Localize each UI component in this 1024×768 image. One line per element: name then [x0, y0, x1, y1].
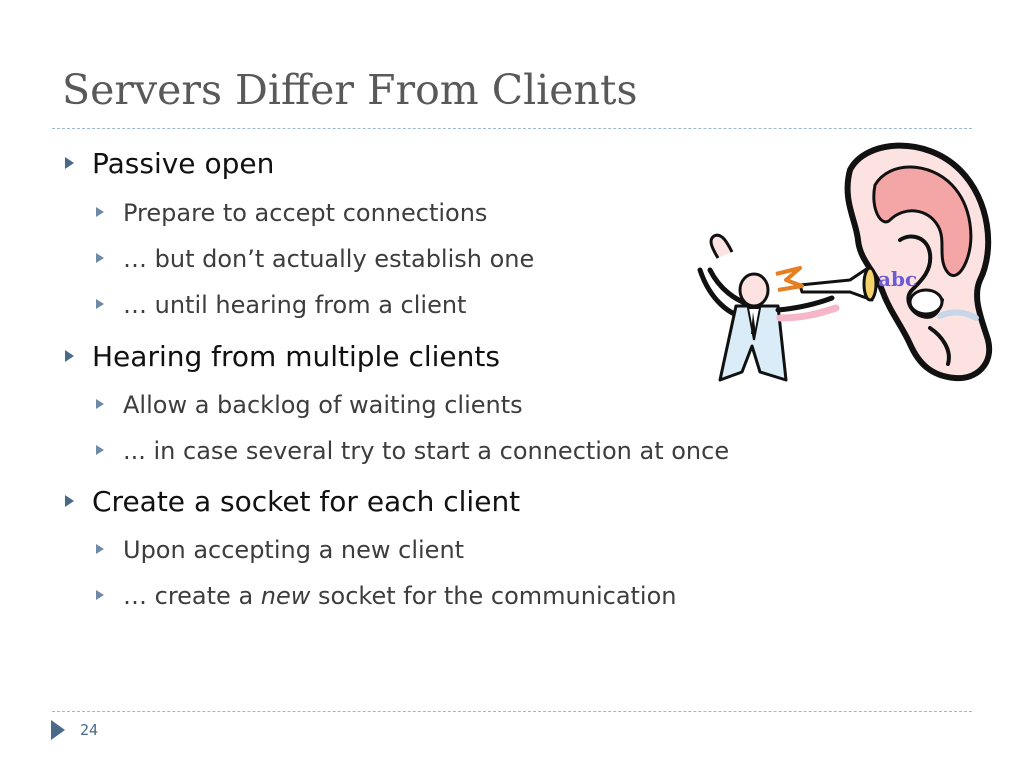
bullet-text: ... in case several try to start a conne…: [123, 437, 730, 465]
bullet-arrow-icon: [65, 495, 74, 507]
bullet-level2: ... in case several try to start a conne…: [96, 437, 730, 465]
page-number: 24: [80, 721, 99, 739]
bullet-level1: Create a socket for each client: [65, 485, 521, 518]
bullet-arrow-icon: [65, 350, 74, 362]
bullet-arrow-icon: [96, 544, 104, 554]
bullet-text: Prepare to accept connections: [123, 199, 488, 227]
bullet-text: Upon accepting a new client: [123, 536, 465, 564]
slide-title: Servers Differ From Clients: [62, 66, 638, 114]
bullet-text-before: … create a: [123, 582, 261, 610]
footer-arrow-icon: [51, 720, 65, 740]
bullet-level2: … create a new socket for the communicat…: [96, 582, 677, 610]
bullet-level1: Hearing from multiple clients: [65, 340, 500, 373]
bullet-arrow-icon: [96, 253, 104, 263]
bullet-text-emphasis: new: [260, 582, 311, 610]
sound-letters: abc: [878, 267, 917, 291]
bullet-level2: Upon accepting a new client: [96, 536, 465, 564]
bullet-arrow-icon: [96, 445, 104, 455]
bullet-arrow-icon: [96, 299, 104, 309]
bullet-text: … but don’t actually establish one: [123, 245, 535, 273]
bullet-arrow-icon: [96, 207, 104, 217]
bullet-text-after: socket for the communication: [310, 582, 677, 610]
bullet-level1: Passive open: [65, 147, 275, 180]
title-divider: [52, 128, 972, 129]
bullet-text: … until hearing from a client: [123, 291, 467, 319]
bullet-level2: Prepare to accept connections: [96, 199, 488, 227]
footer-divider: [52, 711, 972, 712]
bullet-text: Passive open: [92, 147, 275, 180]
bullet-text: Hearing from multiple clients: [92, 340, 500, 373]
bullet-arrow-icon: [96, 590, 104, 600]
megaphone-to-ear-icon: abc: [697, 142, 993, 382]
bullet-level2: … but don’t actually establish one: [96, 245, 535, 273]
bullet-level2: … until hearing from a client: [96, 291, 467, 319]
bullet-arrow-icon: [65, 157, 74, 169]
bullet-text: Create a socket for each client: [92, 485, 521, 518]
ear-illustration: [844, 142, 993, 382]
bullet-text: Allow a backlog of waiting clients: [123, 391, 523, 419]
bullet-arrow-icon: [96, 399, 104, 409]
person-illustration: [697, 233, 840, 382]
megaphone-illustration: [775, 266, 878, 302]
bullet-level2: Allow a backlog of waiting clients: [96, 391, 523, 419]
